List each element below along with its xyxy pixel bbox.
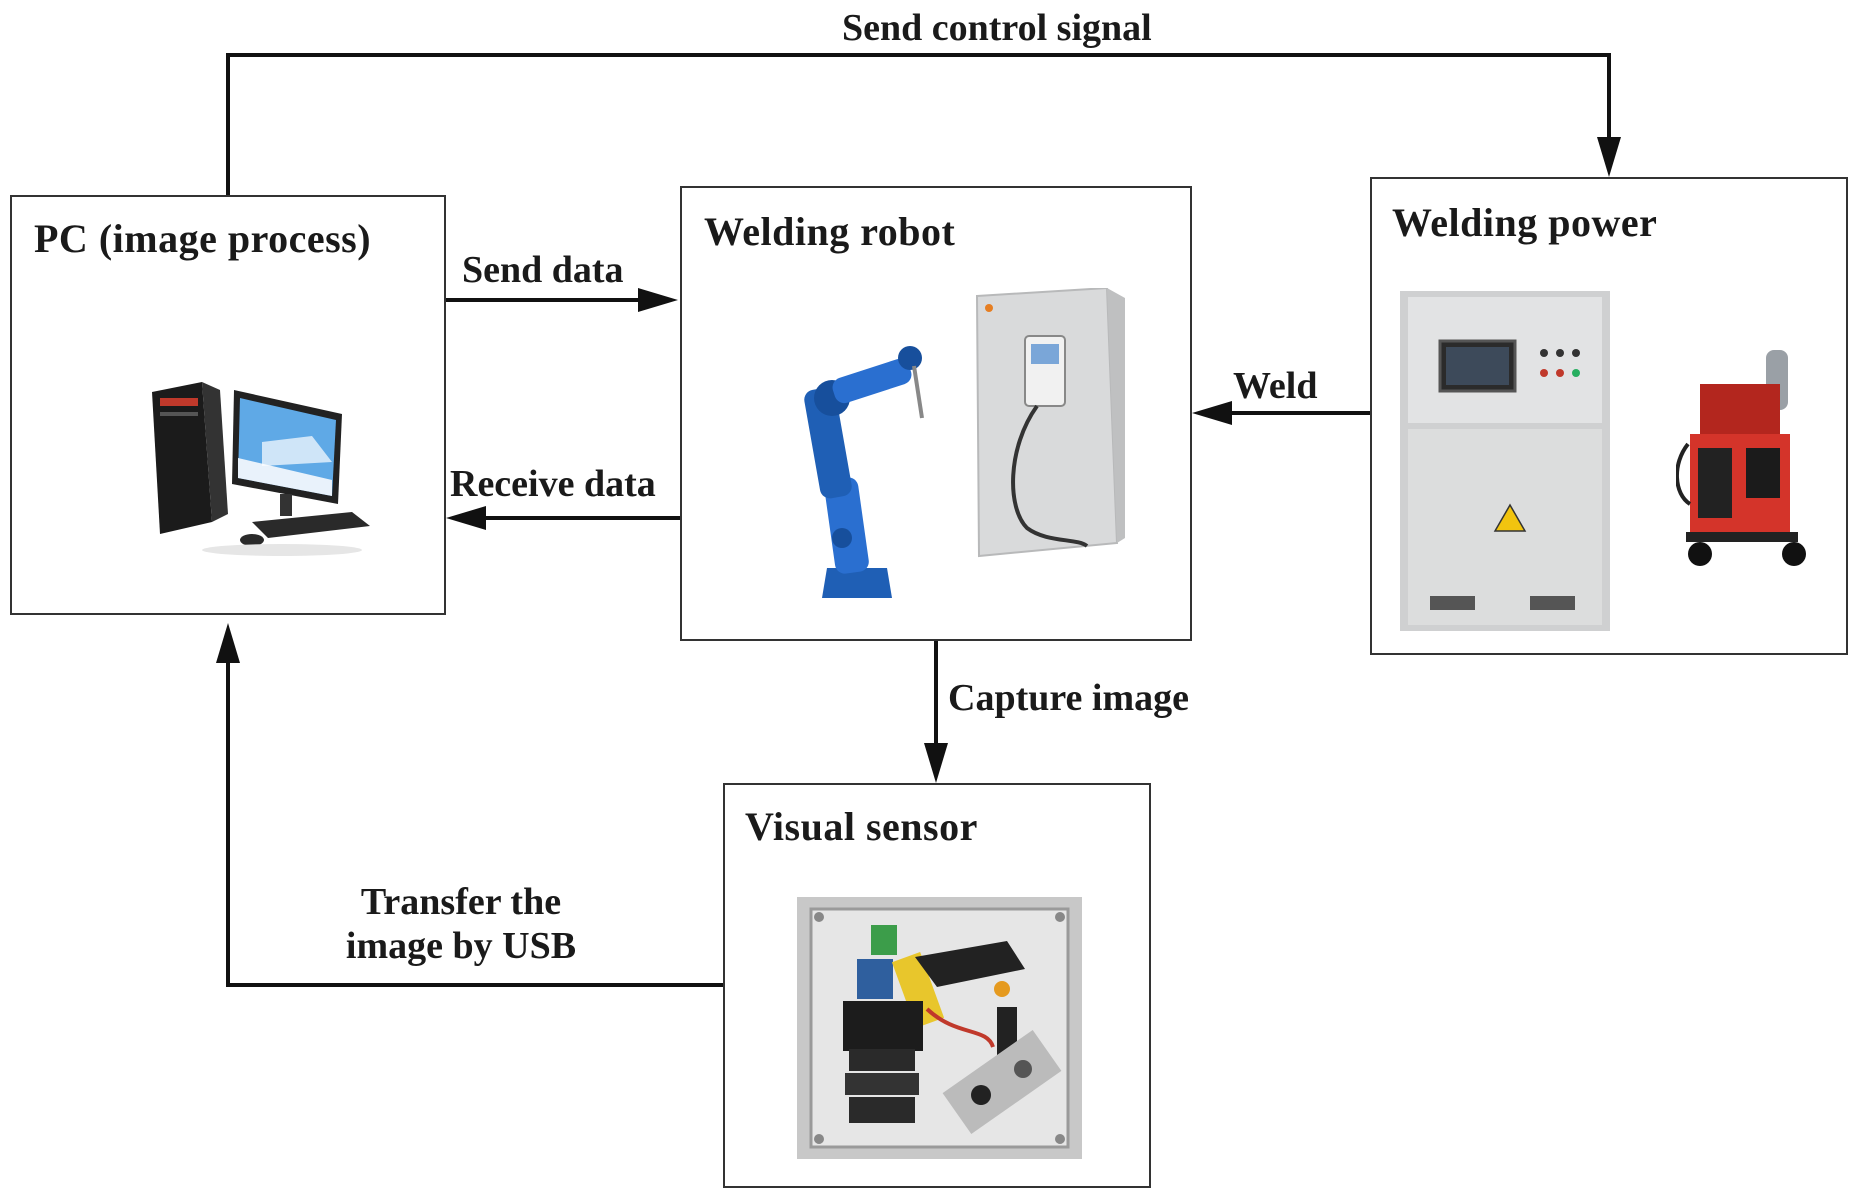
robot-arm-icon <box>804 346 924 598</box>
welding-power-node: Welding power <box>1370 177 1848 655</box>
arrowhead-left-robot <box>1192 401 1232 425</box>
label-transfer-usb: Transfer the image by USB <box>326 880 596 968</box>
arrowhead-right-robot <box>638 288 678 312</box>
pc-title: PC (image process) <box>34 216 372 261</box>
arrowhead-down-sensor <box>924 743 948 783</box>
visual-sensor-node: Visual sensor <box>723 783 1151 1188</box>
arrowhead-down-power <box>1597 137 1621 177</box>
edge-transfer-usb <box>226 660 723 987</box>
label-transfer-line1: Transfer the <box>360 881 562 923</box>
sensor-enclosure-icon <box>797 897 1082 1159</box>
label-send-control-signal: Send control signal <box>842 7 1152 49</box>
edge-send-control-signal <box>226 53 1611 195</box>
label-receive-data: Receive data <box>450 463 656 505</box>
welding-machine-icon <box>1676 350 1806 566</box>
welding-robot-node: Welding robot <box>680 186 1192 641</box>
desktop-computer-icon <box>152 382 370 556</box>
label-send-data: Send data <box>462 249 624 291</box>
label-weld: Weld <box>1233 365 1318 407</box>
pc-node: PC (image process) <box>10 195 446 615</box>
label-transfer-line2: image by USB <box>345 925 577 967</box>
control-cabinet-icon <box>975 288 1125 558</box>
power-cabinet-icon <box>1400 291 1610 631</box>
welding-power-title: Welding power <box>1392 200 1658 245</box>
welding-robot-title: Welding robot <box>704 209 956 254</box>
visual-sensor-title: Visual sensor <box>745 804 978 849</box>
label-capture-image: Capture image <box>948 677 1189 719</box>
arrowhead-left-pc <box>446 506 486 530</box>
arrowhead-up-pc <box>216 623 240 663</box>
